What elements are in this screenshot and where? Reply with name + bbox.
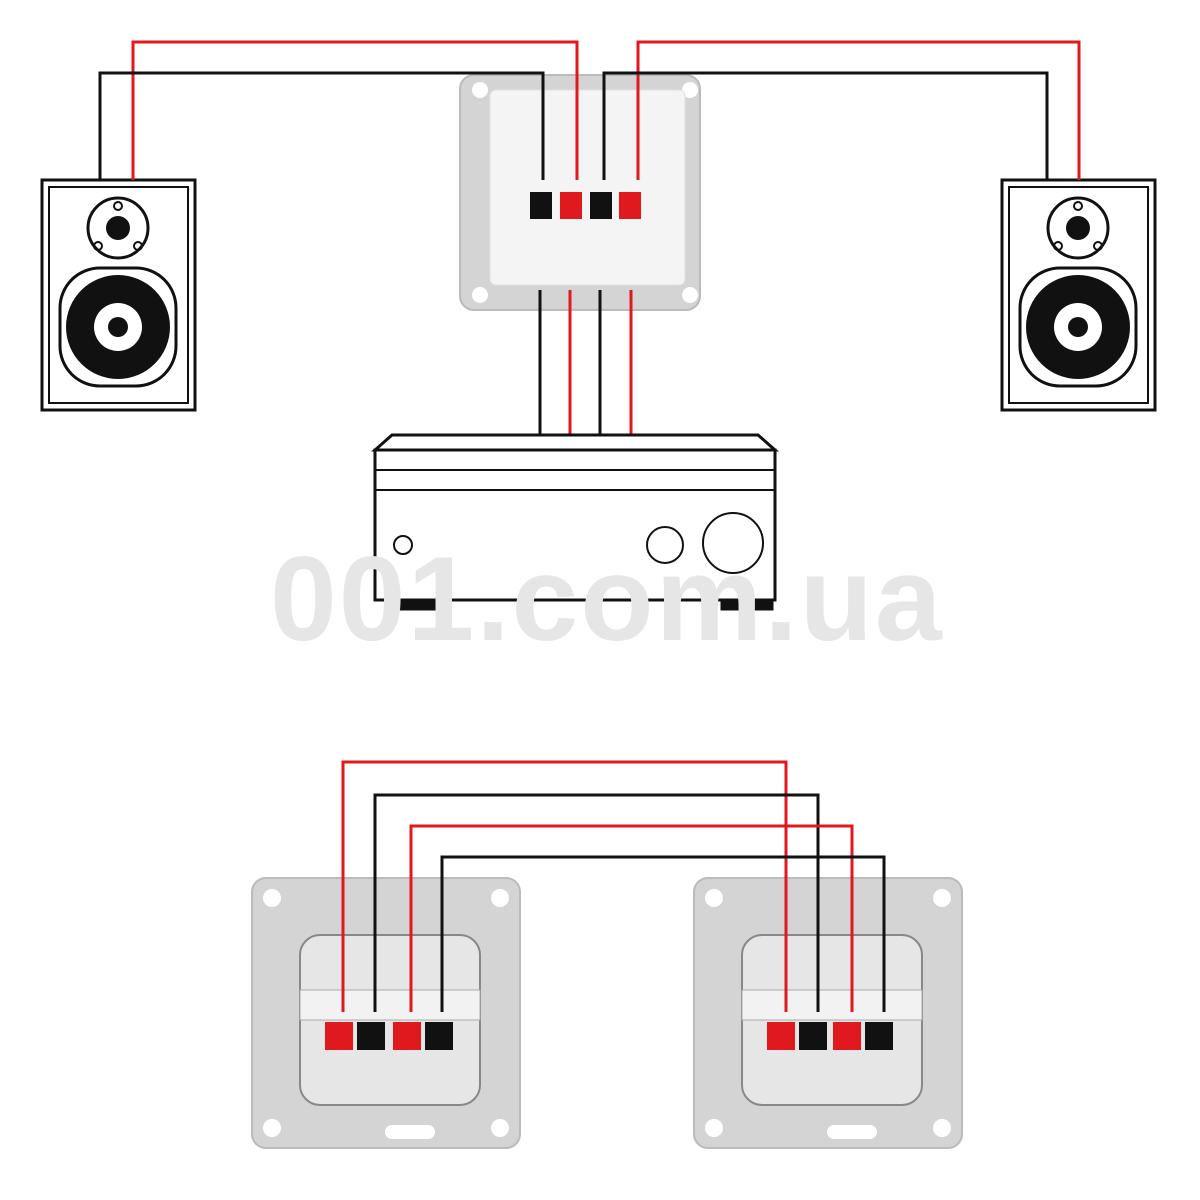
terminal-positive [393,1022,421,1050]
terminal-positive [560,192,582,219]
left-speaker-icon [40,178,197,412]
bottom-wiring [341,760,886,1012]
top-wiring [98,40,1081,435]
terminal-positive [619,192,641,219]
speaker-module-right [693,877,963,1149]
terminal-negative [799,1022,827,1050]
terminal-positive [767,1022,795,1050]
terminal-negative [425,1022,453,1050]
amplifier-icon [371,433,779,611]
terminal-negative [590,192,612,219]
speaker-socket-top [459,74,701,311]
speaker-module-left [251,877,521,1149]
right-speaker-icon [1000,178,1157,412]
terminal-negative [357,1022,385,1050]
terminal-positive [833,1022,861,1050]
terminal-negative [530,192,552,219]
terminal-negative [865,1022,893,1050]
terminal-positive [325,1022,353,1050]
